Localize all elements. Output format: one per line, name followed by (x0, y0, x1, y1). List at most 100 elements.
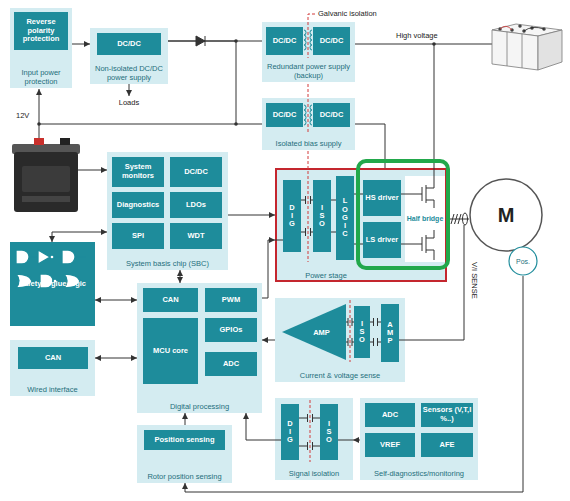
box-label: DC/DC (117, 40, 141, 49)
box-label: Safety & glue logic (19, 280, 86, 289)
drawing-part (301, 196, 313, 204)
group-panel: Current & voltage senseAMPISOAMP (275, 298, 405, 382)
box-label: ISO (326, 420, 333, 445)
drawing-part (399, 340, 405, 341)
panel-label: Self-diagnostics/monitoring (362, 469, 476, 478)
drawing-part (308, 14, 315, 58)
connector-line (180, 270, 181, 283)
connector-line (52, 232, 107, 242)
drawing-part (40, 274, 53, 288)
block-box: ISO (354, 306, 370, 358)
group-panel: Self-diagnostics/monitoring ADC Sensors (V… (360, 398, 478, 480)
block-box: SPI (112, 223, 164, 249)
drawing-part (29, 256, 38, 257)
shape-fill (282, 304, 346, 360)
box-label: AFE (440, 441, 455, 450)
box-label: GPIOs (220, 326, 243, 335)
drawing-part (434, 44, 435, 178)
box-label: DIG (287, 420, 294, 445)
group-panel: Digital processingCANPWMMCU coreGPIOsADC (137, 283, 262, 413)
highlight-outline (358, 161, 448, 268)
drawing-part (492, 30, 538, 70)
block-box: HS driver (363, 180, 401, 216)
box-label: System monitors (113, 163, 163, 180)
group-panel: Non-isolated DC/DC power supplyDC/DC (90, 28, 168, 84)
box-label: LOGIC (342, 197, 349, 238)
box-label: ADC (382, 411, 398, 420)
drawing-part (310, 400, 311, 462)
phase-wire-marks (451, 213, 468, 225)
drawing-part (16, 274, 32, 288)
drawing-part (463, 213, 468, 225)
block-box: AFE (421, 433, 473, 457)
block-box: MCU core (143, 318, 198, 384)
shape-fill (470, 179, 542, 251)
drawing-part (39, 89, 40, 138)
note-label: 12V (16, 111, 29, 120)
block-box: Position sensing (144, 430, 225, 450)
drawing-part (401, 194, 422, 244)
group-panel: Rotor position sensingPosition sensing (137, 425, 232, 483)
panel-label: Wired interface (12, 385, 93, 394)
connector-line (95, 300, 137, 301)
block-box: ADC (365, 403, 415, 427)
box-label: SPI (132, 232, 144, 241)
box-label: DC/DC (320, 111, 344, 120)
car-battery (12, 138, 80, 212)
box-label: VREF (380, 441, 400, 450)
drawing-part (346, 338, 354, 346)
transformer-coils (304, 30, 312, 125)
block-box: LS driver (363, 222, 401, 258)
drawing-part (507, 32, 522, 68)
box-label: AMP (313, 328, 330, 337)
drawing-part (355, 44, 492, 45)
block-box: LOGIC (336, 176, 354, 260)
drawing-part (64, 274, 80, 288)
drawing-part (370, 338, 381, 346)
supply-wires (39, 44, 492, 340)
drawing-part (275, 240, 283, 241)
motor-circle: M (469, 178, 543, 252)
box-label: AMP (387, 321, 394, 346)
drawing-part (78, 170, 107, 171)
connector-line (262, 340, 275, 341)
block-box: DC/DC (313, 103, 350, 127)
drawing-part (301, 228, 313, 236)
junction-dot (234, 39, 238, 43)
block-box: System monitors (112, 157, 164, 187)
drawing-part (519, 25, 522, 28)
drawing-part (422, 230, 434, 260)
block-box: Sensors (V,T,I %..) (421, 403, 473, 427)
drawing-part (34, 138, 44, 145)
box-label: DC/DC (320, 37, 344, 46)
junction-dot (37, 122, 41, 126)
drawing-part (308, 151, 309, 262)
drawing-part (39, 124, 236, 125)
drawing-part (196, 36, 205, 46)
box-label: PWM (222, 296, 240, 305)
block-box: CAN (143, 288, 198, 312)
connector-line (185, 413, 186, 425)
panel-label: System basis chip (SBC) (109, 259, 226, 268)
drawing-part (451, 214, 461, 224)
drawing-part (422, 178, 434, 208)
connector-line (262, 240, 275, 298)
box-label: Diagnostics (117, 201, 160, 210)
galvanic-isolation-line (308, 14, 350, 462)
block-box: LDOs (170, 192, 222, 218)
group-panel: System basis chip (SBC)System monitorsDC… (107, 152, 228, 270)
drawing-part (310, 30, 312, 50)
drawing-part (22, 166, 70, 192)
drawing-part (370, 318, 381, 326)
box-label: DC/DC (273, 37, 297, 46)
logic-gates (16, 250, 86, 288)
box-label: Position sensing (154, 436, 214, 445)
drawing-part (308, 84, 309, 133)
amplifier-triangle: AMP (282, 304, 346, 360)
note-label: V/I SENSE (470, 262, 479, 299)
block-box: ISO (313, 180, 331, 252)
box-label: LDOs (186, 201, 206, 210)
box-label: LS driver (366, 236, 399, 245)
